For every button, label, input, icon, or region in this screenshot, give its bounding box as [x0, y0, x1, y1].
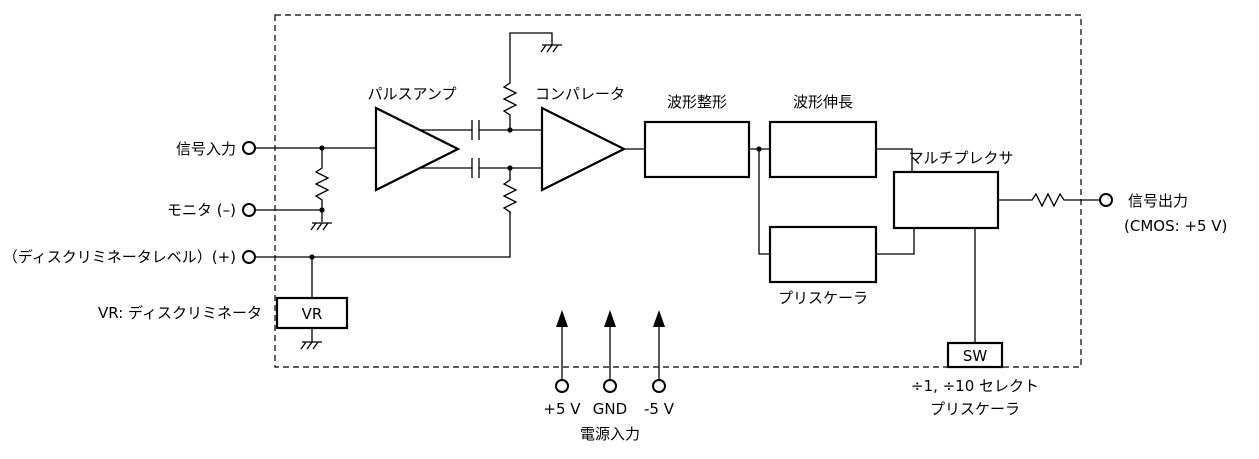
wave-stretch-block — [768, 120, 878, 179]
wire-stretch-mux — [876, 148, 913, 172]
discriminator-level-label: （ディスクリミネータレベル）(+) — [3, 248, 236, 266]
monitor-terminal — [242, 203, 256, 217]
prescaler-block — [768, 225, 878, 284]
prescaler-label: プリスケーラ — [778, 289, 868, 307]
ground-icon — [310, 222, 332, 231]
wire-bias-bottom — [502, 168, 518, 214]
power-minus5-arrow — [652, 310, 666, 393]
power-plus5-label: +5 V — [543, 400, 581, 418]
capacitor-bottom — [471, 158, 480, 178]
multiplexer-label: マルチプレクサ — [908, 149, 1013, 167]
signal-output-label: 信号出力 — [1128, 192, 1188, 210]
wire-mux-output — [998, 192, 1100, 208]
wave-stretch-label: 波形伸長 — [793, 93, 853, 111]
pulse-amp-label: パルスアンプ — [368, 85, 457, 103]
pulse-amp-triangle — [374, 106, 461, 192]
sw-block-label: SW — [963, 347, 988, 365]
power-gnd-label: GND — [593, 400, 627, 418]
discriminator-level-terminal — [242, 250, 256, 264]
wave-shaping-block — [643, 120, 751, 179]
multiplexer-block — [892, 170, 1000, 230]
wire-bias-top — [502, 32, 553, 130]
wire-input-resistor — [314, 148, 330, 222]
wire-prescaler-mux — [876, 228, 915, 255]
comparator-triangle — [540, 106, 627, 192]
signal-input-terminal — [242, 141, 256, 155]
enclosure-border — [274, 14, 1082, 368]
power-gnd-arrow — [603, 310, 617, 393]
select-label-line2: プリスケーラ — [930, 400, 1020, 418]
cmos-label: (CMOS: +5 V) — [1124, 217, 1227, 235]
signal-output-terminal — [1099, 193, 1113, 207]
monitor-label: モニタ (–) — [167, 201, 236, 219]
power-plus5-arrow — [555, 310, 569, 393]
sw-block — [946, 341, 1004, 369]
vr-block — [275, 296, 349, 330]
comparator-label: コンパレータ — [535, 85, 625, 103]
ground-icon — [540, 44, 562, 53]
vr-block-label: VR — [302, 305, 323, 323]
wire-discriminator — [255, 212, 511, 258]
wave-shaping-label: 波形整形 — [667, 93, 727, 111]
signal-input-label: 信号入力 — [176, 140, 236, 158]
power-input-label: 電源入力 — [580, 425, 640, 443]
wire-to-prescaler — [758, 149, 770, 255]
power-minus5-label: -5 V — [644, 400, 675, 418]
ground-icon — [300, 341, 322, 350]
select-label-line1: ÷1, ÷10 セレクト — [911, 377, 1039, 395]
vr-description-label: VR: ディスクリミネータ — [98, 304, 262, 322]
capacitor-top — [471, 120, 480, 140]
